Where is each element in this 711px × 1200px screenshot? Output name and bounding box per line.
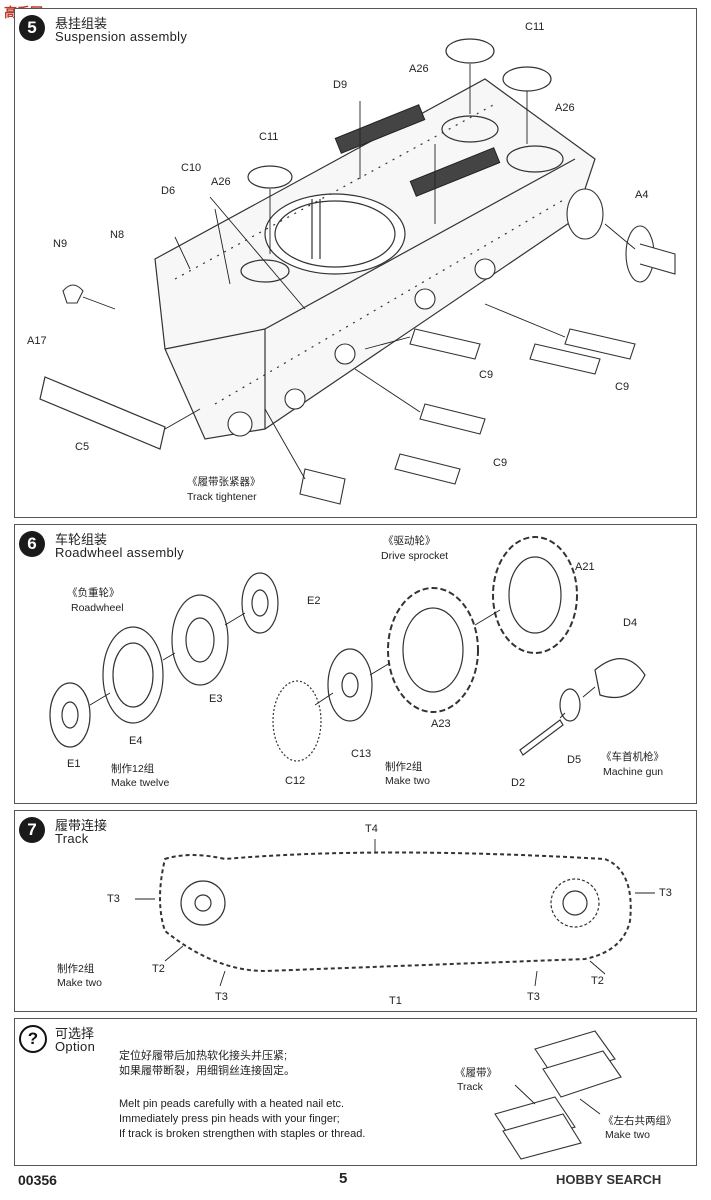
option-question-badge: ? [19, 1025, 47, 1053]
step7-title-cn: 履带连接 [55, 818, 108, 833]
step5-number-badge: 5 [19, 15, 45, 41]
label-t3-b: T3 [659, 887, 672, 899]
option-track-label-en: Track [457, 1081, 483, 1093]
label-a23: A23 [431, 718, 451, 730]
option-note-en-3: If track is broken strengthen with stapl… [119, 1128, 366, 1140]
label-d2: D2 [511, 777, 526, 789]
label-c13: C13 [351, 748, 372, 760]
label-t3-c: T3 [215, 991, 228, 1003]
track-make-two-en: Make two [57, 977, 102, 989]
label-t3-a: T3 [107, 893, 120, 905]
step7-number-badge: 7 [19, 817, 45, 843]
label-a21: A21 [575, 561, 595, 573]
product-code: 00356 [18, 1172, 57, 1188]
footer-watermark: HOBBY SEARCH [556, 1172, 662, 1187]
option-note-cn-2: 如果履带断裂，用细铜丝连接固定。 [119, 1065, 295, 1077]
label-c9-b: C9 [615, 381, 630, 393]
label-a26-a: A26 [409, 63, 429, 75]
option-title-cn: 可选择 [55, 1026, 95, 1041]
option-track-label-cn: 《履带》 [455, 1067, 497, 1079]
step6-title-en: Roadwheel assembly [55, 545, 184, 560]
label-a26-c: A26 [211, 176, 231, 188]
label-e1: E1 [67, 758, 81, 770]
make-two-en: Make two [385, 775, 430, 787]
option-panel: ? 可选择 Option 定位好履带后加热软化接头并压紧; 如果履带断裂，用细铜… [14, 1018, 697, 1166]
sprocket-label-cn: 《驱动轮》 [383, 535, 436, 547]
roadwheel-drawing [49, 536, 646, 762]
step6-number-badge: 6 [19, 531, 45, 557]
label-c12: C12 [285, 775, 306, 787]
label-t1: T1 [389, 995, 402, 1007]
step7-panel: 7 履带连接 Track T4 T3 [14, 810, 697, 1012]
option-title-en: Option [55, 1039, 96, 1054]
label-c9-a: C9 [479, 369, 494, 381]
track-drawing [135, 839, 655, 987]
mg-label-cn: 《车首机枪》 [601, 751, 664, 763]
label-d9: D9 [333, 79, 348, 91]
step7-title-en: Track [55, 831, 89, 846]
label-d4: D4 [623, 617, 638, 629]
option-note-en-1: Melt pin peads carefully with a heated n… [119, 1098, 345, 1110]
label-n8: N8 [110, 229, 125, 241]
make-two-cn: 制作2组 [385, 761, 423, 773]
suspension-drawing [39, 38, 676, 505]
label-d6: D6 [161, 185, 176, 197]
step5-title-en: Suspension assembly [55, 29, 188, 44]
label-c10: C10 [181, 162, 202, 174]
label-a4: A4 [635, 189, 649, 201]
label-a17: A17 [27, 335, 47, 347]
sprocket-label-en: Drive sprocket [381, 550, 449, 562]
option-note-cn-1: 定位好履带后加热软化接头并压紧; [119, 1050, 288, 1062]
label-t3-d: T3 [527, 991, 540, 1003]
mg-label-en: Machine gun [603, 766, 664, 778]
track-tightener-label-cn: 《履带张紧器》 [187, 476, 261, 488]
option-note-en-2: Immediately press pin heads with your fi… [119, 1113, 340, 1125]
make-twelve-cn: 制作12组 [111, 763, 155, 775]
label-t4: T4 [365, 823, 378, 835]
step6-title-cn: 车轮组装 [55, 532, 108, 547]
page-number: 5 [339, 1170, 348, 1187]
roadwheel-label-cn: 《负重轮》 [67, 587, 120, 599]
label-e4: E4 [129, 735, 143, 747]
step5-title-cn: 悬挂组装 [55, 16, 108, 31]
label-c9-c: C9 [493, 457, 508, 469]
label-c5: C5 [75, 441, 90, 453]
make-twelve-en: Make twelve [111, 777, 170, 789]
step6-panel: 6 车轮组装 Roadwheel assembly [14, 524, 697, 804]
option-track-drawing [494, 1030, 622, 1160]
label-t2-b: T2 [591, 975, 604, 987]
label-n9: N9 [53, 238, 68, 250]
track-make-two-cn: 制作2组 [57, 963, 95, 975]
label-e2: E2 [307, 595, 321, 607]
label-c11-b: C11 [259, 131, 279, 143]
label-c11-a: C11 [525, 21, 545, 33]
roadwheel-label-en: Roadwheel [71, 602, 124, 614]
label-t2-a: T2 [152, 963, 165, 975]
option-both-label-cn: 《左右共两组》 [603, 1115, 677, 1127]
track-tightener-label-en: Track tightener [187, 491, 257, 503]
label-a26-b: A26 [555, 102, 575, 114]
label-d5: D5 [567, 754, 582, 766]
step5-panel: 5 悬挂组装 Suspension assembly [14, 8, 697, 518]
option-both-label-en: Make two [605, 1129, 650, 1141]
label-e3: E3 [209, 693, 223, 705]
